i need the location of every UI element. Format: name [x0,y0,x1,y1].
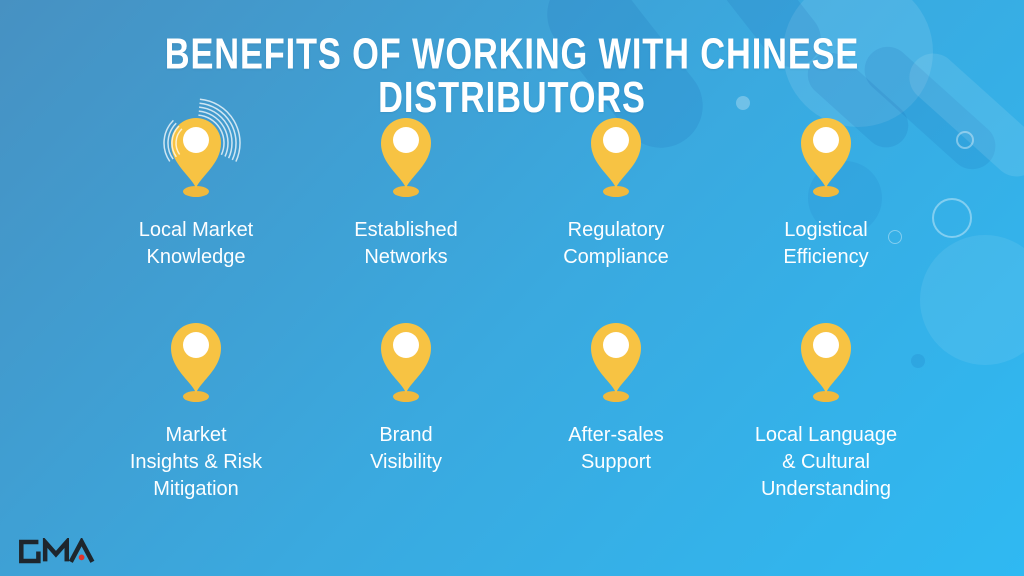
benefit-label: Logistical Efficiency [783,219,869,268]
map-pin-icon [171,118,221,197]
benefit-item: Brand Visibility [301,313,511,518]
benefit-label: After-sales Support [568,424,664,473]
page-title: BENEFITS OF WORKING WITH CHINESE DISTRIB… [164,30,860,122]
pin-wrap [163,98,241,198]
map-pin-icon [381,118,431,197]
benefit-item: Logistical Efficiency [721,108,931,313]
pin-wrap [796,319,856,403]
map-pin-icon [591,323,641,402]
bg-outline-circle [956,131,974,149]
pin-wrap [796,114,856,198]
gma-logo-icon [19,536,95,564]
benefit-item: Market Insights & Risk Mitigation [91,313,301,518]
benefit-label: Market Insights & Risk Mitigation [129,424,263,500]
pin-wrap [586,319,646,403]
benefit-item: Regulatory Compliance [511,108,721,313]
map-pin-icon [591,118,641,197]
benefit-item: Local Market Knowledge [91,98,301,313]
pin-wrap [376,319,436,403]
benefit-item: Established Networks [301,108,511,313]
benefit-label: Local Language & Cultural Understanding [754,424,898,500]
benefit-label: Brand Visibility [370,424,442,473]
map-pin-icon [801,118,851,197]
map-pin-icon [381,323,431,402]
bg-outline-circle [932,198,972,238]
benefit-label: Established Networks [354,219,458,268]
pin-wrap [166,319,226,403]
benefit-label: Regulatory Compliance [563,219,669,268]
pin-wrap [376,114,436,198]
benefit-item: Local Language & Cultural Understanding [721,313,931,518]
gma-logo [15,536,105,570]
pin-wrap [586,114,646,198]
benefit-label: Local Market Knowledge [138,219,254,268]
signal-arcs-icon [163,98,241,162]
bg-light-circle [920,235,1024,365]
benefits-grid: Local Market Knowledge Established Netwo… [91,98,931,518]
map-pin-icon [171,323,221,402]
benefit-item: After-sales Support [511,313,721,518]
map-pin-icon [801,323,851,402]
